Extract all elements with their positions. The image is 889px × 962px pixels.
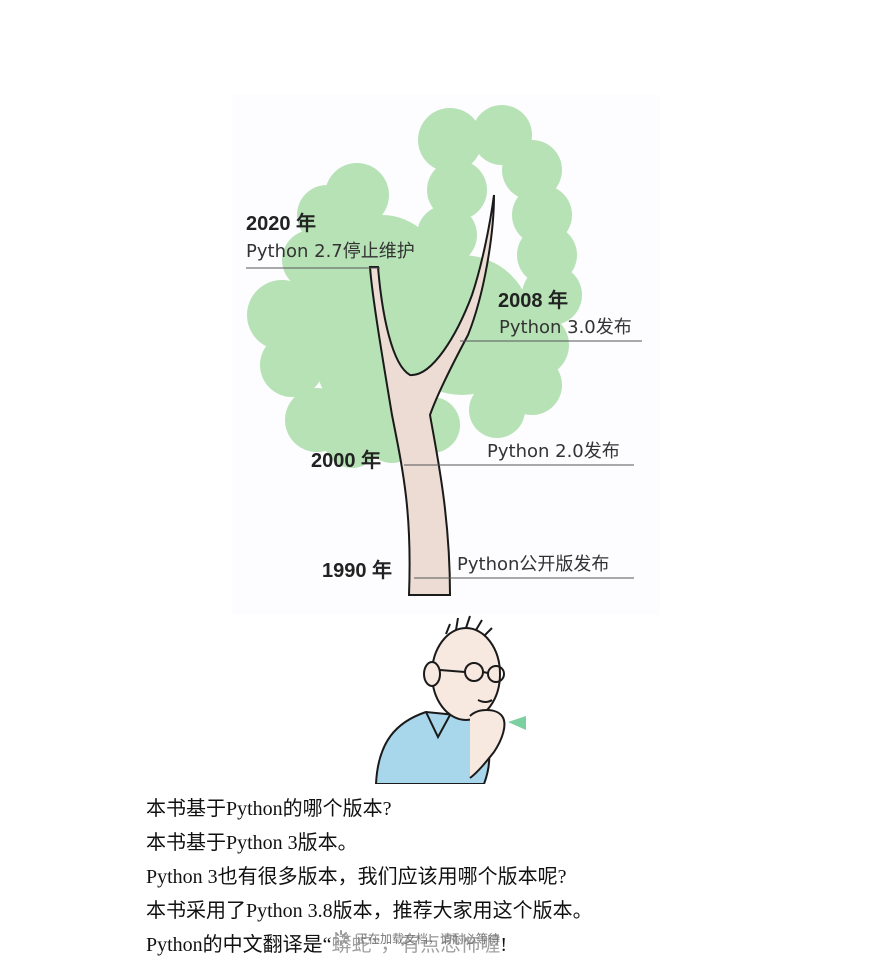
tree-foliage xyxy=(247,105,582,468)
spinner-icon xyxy=(333,930,349,946)
text-line: 本书采用了Python 3.8版本，推荐大家用这个版本。 xyxy=(146,900,593,922)
tree-illustration xyxy=(246,105,642,596)
year-1990-label: 1990 年 xyxy=(322,560,393,582)
event-2020-label: Python 2.7停止维护 xyxy=(246,241,415,262)
event-2008-label: Python 3.0发布 xyxy=(499,317,632,338)
loading-indicator: 正在加载文档，请耐心等待 xyxy=(332,921,501,955)
thinking-man-illustration xyxy=(366,612,528,785)
python-version-tree-figure: 2020 年 Python 2.7停止维护 2008 年 Python 3.0发… xyxy=(232,95,660,615)
year-2020-label: 2020 年 xyxy=(246,213,317,235)
event-1990-label: Python公开版发布 xyxy=(457,554,610,575)
loading-text: 正在加载文档，请耐心等待 xyxy=(356,931,501,946)
tree-trunk xyxy=(368,194,495,596)
event-2000-label: Python 2.0发布 xyxy=(487,441,620,462)
text-line: 本书基于Python 3版本。 xyxy=(146,832,358,854)
text-line: 本书基于Python的哪个版本? xyxy=(146,798,392,820)
year-2000-label: 2000 年 xyxy=(311,450,382,472)
text-line: Python 3也有很多版本，我们应该用哪个版本呢? xyxy=(146,866,567,888)
year-2008-label: 2008 年 xyxy=(498,290,569,312)
